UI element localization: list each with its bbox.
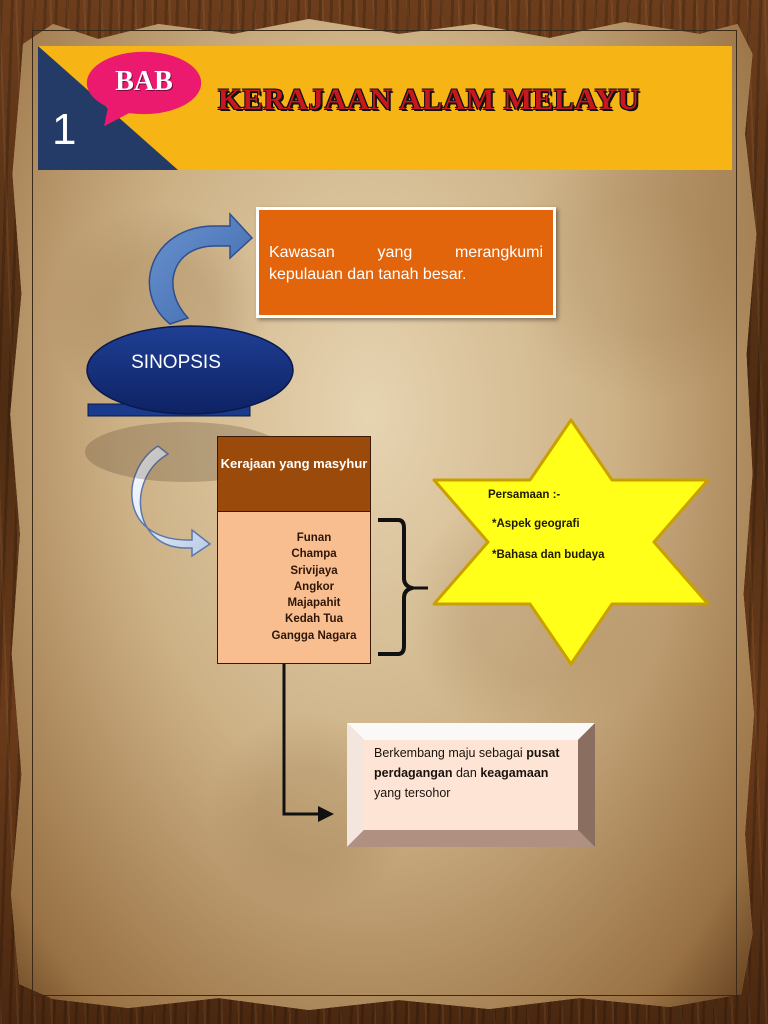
list-item: Gangga Nagara: [271, 629, 357, 642]
bab-label: BAB: [115, 66, 173, 97]
list-item: Majapahit: [287, 597, 341, 610]
outcome-bevel-bottom: [347, 829, 595, 847]
outcome-bevel-top: [347, 723, 595, 741]
similarity-item: *Bahasa dan budaya: [492, 549, 605, 561]
similarity-star: [432, 418, 710, 666]
definition-box: Kawasan yang merangkumi kepulauan dan ta…: [256, 207, 556, 318]
list-item: Srivijaya: [290, 564, 338, 577]
page-title: KERAJAAN ALAM MELAYU: [218, 83, 641, 116]
list-item: Funan: [296, 532, 332, 544]
outcome-text-bold: pusat perdagangan: [374, 746, 560, 780]
list-item: Kedah Tua: [285, 613, 343, 626]
curved-arrow-up: [148, 212, 254, 325]
outcome-text: Berkembang maju sebagai pusat perdaganga…: [374, 743, 574, 813]
page-frame: [32, 30, 737, 996]
similarity-item: *Aspek geografi: [492, 518, 580, 530]
elbow-arrowhead: [318, 806, 334, 822]
chapter-number: 1: [52, 105, 77, 154]
synopsis-label: SINOPSIS: [131, 352, 221, 373]
outcome-text-part: dan: [452, 766, 481, 780]
kingdom-list: Funan Champa Srivijaya Angkor Majapahit …: [217, 511, 371, 664]
outcome-face: [364, 740, 578, 830]
curved-arrow-down: [131, 445, 212, 558]
similarity-title: Persamaan :-: [488, 489, 561, 501]
elbow-connector: [282, 664, 322, 816]
list-item: Champa: [291, 548, 337, 561]
brace-bracket: [378, 518, 414, 656]
outcome-text-bold: keagamaan: [480, 766, 549, 780]
bab-speech-bubble: [86, 51, 202, 127]
synopsis-ellipse: [86, 325, 294, 415]
outcome-bevel-left: [347, 723, 365, 847]
kingdom-heading: Kerajaan yang masyhur: [217, 436, 371, 512]
list-item: Angkor: [293, 580, 335, 593]
outcome-text-part: yang tersohor: [374, 786, 451, 800]
outcome-text-part: Berkembang maju sebagai: [374, 746, 527, 760]
outcome-bevel-right: [577, 723, 595, 847]
